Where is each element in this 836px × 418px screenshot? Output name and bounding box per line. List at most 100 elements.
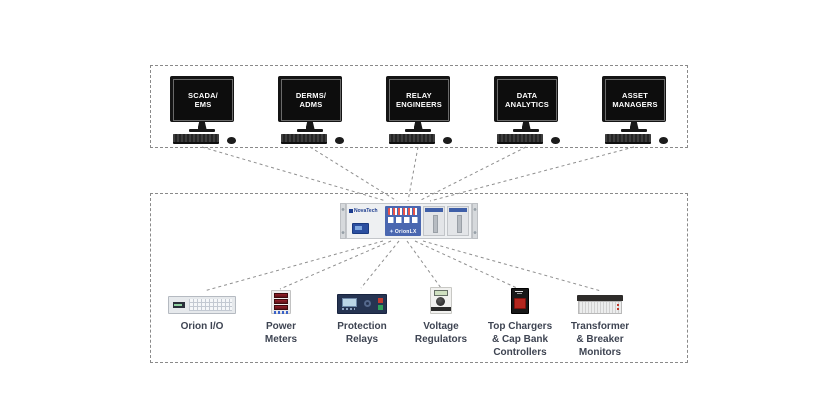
monitor-screen-label: ASSET MANAGERS [605, 79, 665, 121]
meter-body [271, 290, 291, 314]
monitor-screen-label: SCADA/ EMS [173, 79, 233, 121]
screen-label-line: DERMS/ [295, 90, 327, 100]
relay-buttons [342, 308, 355, 310]
relay-lcd [342, 298, 357, 307]
keyboard-icon [281, 134, 327, 144]
controller-label-mark [515, 291, 523, 292]
desk-peripherals [164, 134, 240, 145]
device-label-line: & Cap Bank [491, 334, 549, 345]
monitor-stand [521, 122, 531, 129]
device-top-chargers-cap-bank-controllers: Top Chargers & Cap Bank Controllers [475, 287, 565, 359]
monitor-icon: DATA ANALYTICS [494, 76, 558, 122]
hub-brand-section: NovaTech [349, 206, 383, 236]
desk-peripherals [272, 134, 348, 145]
device-label: Protection Relays [317, 320, 407, 346]
monitor-icon: SCADA/ EMS [170, 76, 234, 122]
novatech-logo-mark [349, 209, 353, 213]
screen-label-line: ANALYTICS [504, 100, 550, 109]
monitor-stand [629, 122, 639, 129]
meter-display-bar [274, 293, 288, 298]
novatech-logo: NovaTech [349, 208, 383, 214]
screen-label-line: EMS [194, 100, 212, 109]
orionlx-model-label: ✦OrionLX [385, 229, 421, 235]
monitor-screen-label: DERMS/ ADMS [281, 79, 341, 121]
screen-label-line: DATA [516, 90, 538, 100]
relay-red-led [378, 298, 383, 303]
device-label: Voltage Regulators [396, 320, 486, 346]
monitor-stand-base [189, 129, 215, 132]
orion-io-icon [157, 287, 247, 314]
device-label-line: Voltage [423, 321, 459, 332]
device-label: Transformer & Breaker Monitors [555, 320, 645, 359]
controller-label-mark [517, 293, 522, 294]
protection-relay-icon [317, 287, 407, 314]
monitor-body [577, 295, 623, 314]
workstation-data-analytics: DATA ANALYTICS [488, 76, 564, 145]
mouse-icon [443, 137, 452, 144]
desk-peripherals [596, 134, 672, 145]
terminal-row-top [388, 208, 418, 215]
keyboard-icon [605, 134, 651, 144]
monitor-icon: ASSET MANAGERS [602, 76, 666, 122]
novatech-logo-text: NovaTech [354, 208, 378, 214]
power-meter-icon [236, 287, 326, 314]
mouse-icon [659, 137, 668, 144]
device-orion-io: Orion I/O [157, 287, 247, 333]
terminal-panel: ✦OrionLX [385, 206, 421, 236]
orionlx-model-text: OrionLX [394, 229, 417, 235]
screen-label-line: ASSET [621, 90, 648, 100]
meter-display-bar [274, 299, 288, 304]
regulator-lcd [434, 290, 448, 296]
meter-buttons [274, 311, 288, 314]
device-label-line: Meters [264, 334, 298, 345]
screen-label-line: SCADA/ [188, 90, 218, 100]
monitor-stand [413, 122, 423, 129]
regulator-body [430, 287, 452, 314]
mouse-icon [335, 137, 344, 144]
regulator-knob [436, 297, 445, 306]
device-label-line: Power [265, 321, 296, 332]
device-label-line: & Breaker [576, 334, 624, 345]
controller-red-panel [514, 298, 526, 309]
power-supply-module [447, 206, 469, 236]
screen-label-line: RELAY [406, 90, 432, 100]
screen-label-line: MANAGERS [612, 100, 658, 109]
transformer-monitor-icon [555, 287, 645, 314]
device-label-line: Orion I/O [180, 321, 224, 332]
device-protection-relays: Protection Relays [317, 287, 407, 346]
monitor-stand [197, 122, 207, 129]
relay-dial [364, 300, 371, 307]
desk-peripherals [488, 134, 564, 145]
workstation-scada-ems: SCADA/ EMS [164, 76, 240, 145]
monitor-stand-base [405, 129, 431, 132]
terminal-row-bottom [388, 217, 418, 223]
rack-ear-left [340, 203, 346, 239]
substation-zone-border [150, 193, 688, 363]
desk-peripherals [380, 134, 456, 145]
workstation-asset-managers: ASSET MANAGERS [596, 76, 672, 145]
monitor-icon: RELAY ENGINEERS [386, 76, 450, 122]
monitor-stand-base [513, 129, 539, 132]
mouse-icon [551, 137, 560, 144]
device-label-line: Controllers [493, 347, 547, 358]
hub-display [352, 223, 369, 234]
monitor-stand [305, 122, 315, 129]
device-transformer-breaker-monitors: Transformer & Breaker Monitors [555, 287, 645, 359]
cap-bank-controller-icon [475, 287, 565, 314]
screen-label-line: ADMS [299, 100, 323, 109]
keyboard-icon [497, 134, 543, 144]
keyboard-icon [173, 134, 219, 144]
screen-label-line: ENGINEERS [396, 100, 442, 109]
monitor-icon: DERMS/ ADMS [278, 76, 342, 122]
orionlx-logo-icon: ✦ [389, 229, 394, 235]
monitor-stand-base [621, 129, 647, 132]
hub-faceplate: NovaTech ✦OrionLX [346, 203, 472, 239]
meter-display-bar [274, 305, 288, 310]
io-terminal-grid [189, 299, 232, 311]
device-voltage-regulators: Voltage Regulators [396, 287, 486, 346]
monitor-stand-base [297, 129, 323, 132]
regulator-base-band [431, 307, 451, 311]
device-label-line: Protection [337, 321, 387, 332]
